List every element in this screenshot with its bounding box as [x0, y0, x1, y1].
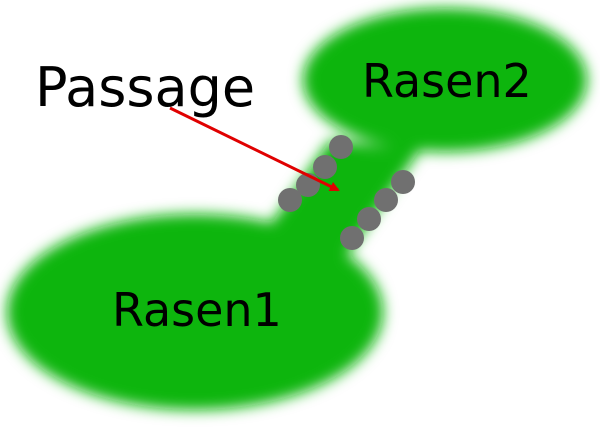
lawn2-area [303, 8, 587, 152]
stone [357, 207, 381, 231]
passage-label: Passage [35, 56, 255, 119]
lawn1-label: Rasen1 [112, 283, 282, 337]
stone [329, 135, 353, 159]
stone [374, 188, 398, 212]
lawn1-area [7, 214, 383, 410]
stone [391, 170, 415, 194]
passage-area [270, 140, 420, 265]
lawn2-label: Rasen2 [362, 54, 532, 108]
passage-arrow [169, 106, 340, 192]
stone [340, 226, 364, 250]
stone [278, 188, 302, 212]
stone [313, 155, 337, 179]
stones-right [340, 170, 415, 250]
